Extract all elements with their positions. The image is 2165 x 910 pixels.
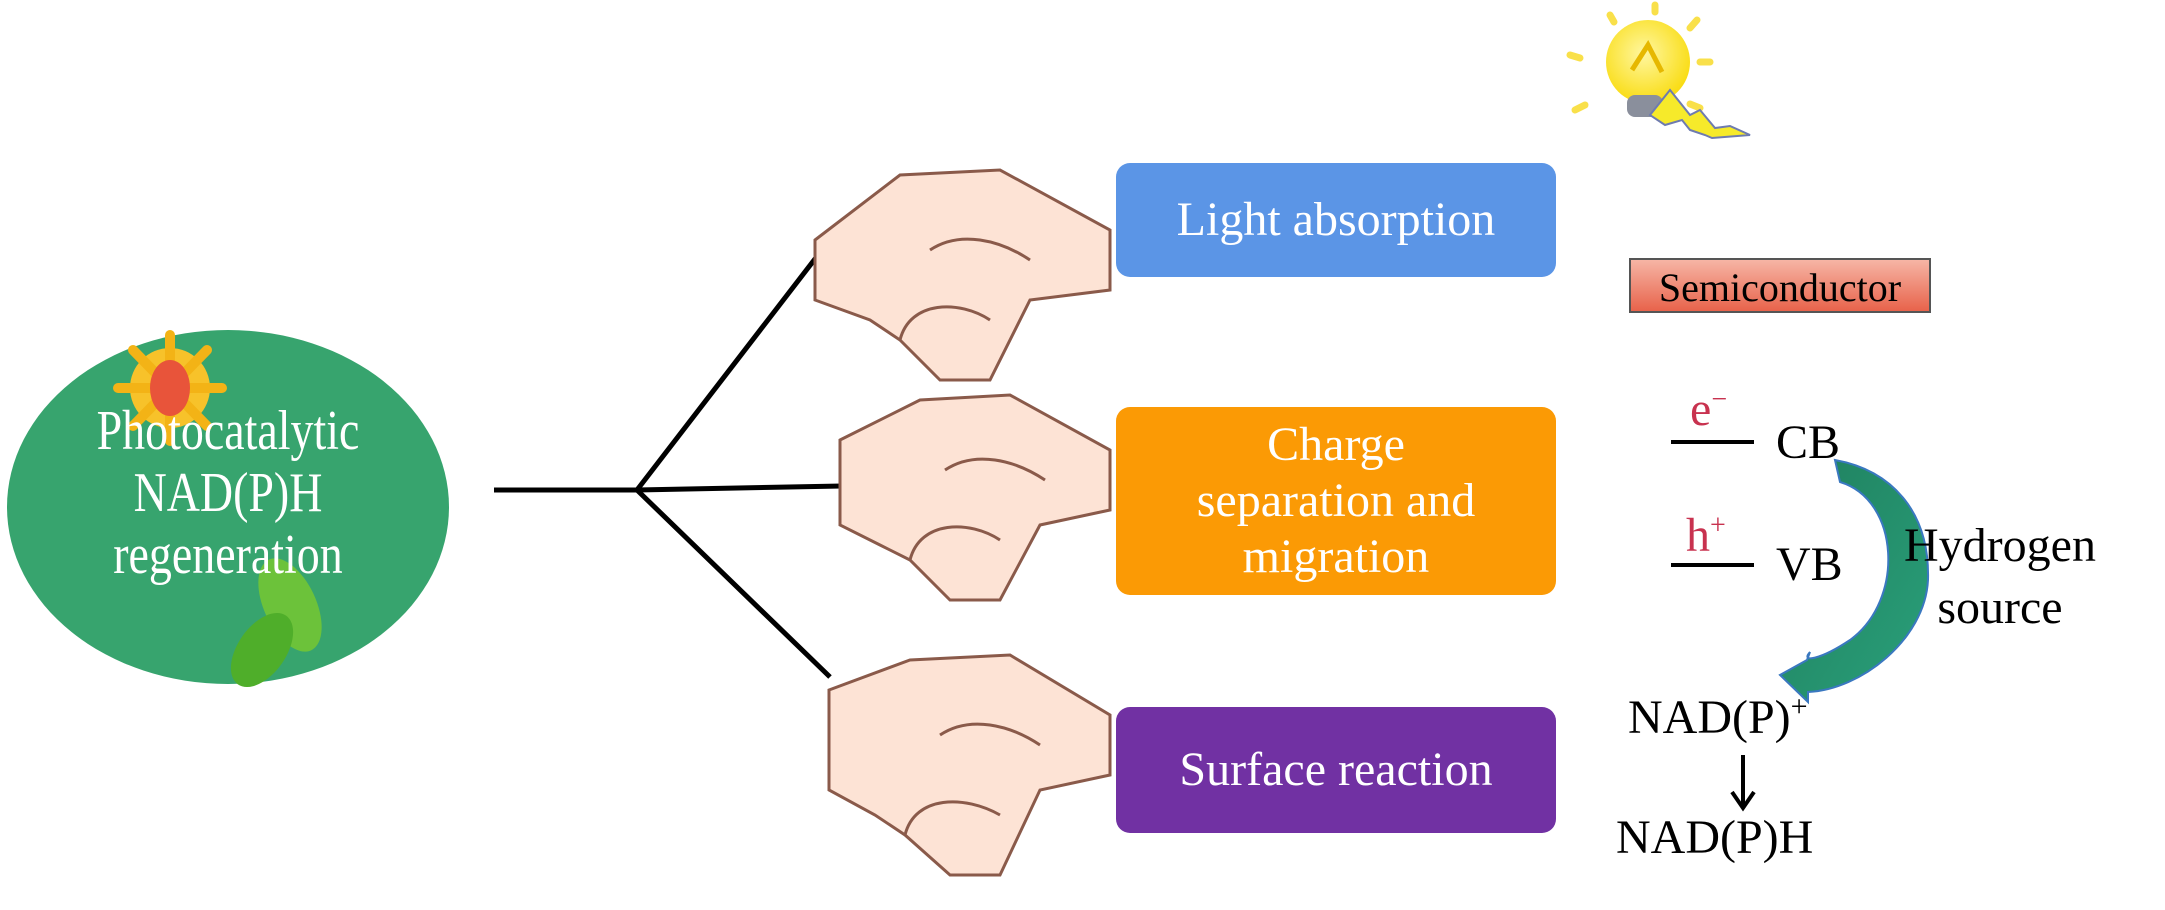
sun-icon: [113, 330, 227, 446]
handshake-icon: [838, 393, 1112, 602]
connector-lines: [494, 253, 843, 679]
step-label: migration: [1242, 530, 1430, 583]
center-line-1: Photocatalytic: [96, 400, 360, 462]
step-surface-reaction: Surface reaction: [1116, 707, 1556, 833]
step-charge-separation: Charge separation and migration: [1116, 407, 1556, 595]
lightbulb-icon: [1566, 1, 1714, 117]
center-line-2: NAD(P)H: [133, 462, 323, 524]
handshake-icons: [813, 168, 1112, 877]
handshake-icon: [827, 653, 1112, 877]
leaf-icon: [230, 558, 322, 688]
hole-label: h+: [1686, 509, 1726, 562]
hydrogen-source-label: Hydrogen source: [1904, 519, 2096, 634]
curved-arrow-icon: [1778, 458, 1930, 705]
step-label: Light absorption: [1176, 193, 1496, 246]
center-ellipse: [7, 330, 449, 684]
step-light-absorption: Light absorption: [1116, 163, 1556, 277]
nadph-label: NAD(P)H: [1616, 811, 1814, 864]
vb-label: VB: [1776, 538, 1843, 591]
lightning-icon: [1648, 88, 1751, 140]
center-line-3: regeneration: [113, 524, 343, 586]
semiconductor-label: Semiconductor: [1629, 258, 1931, 313]
band-lines: [1671, 440, 1754, 567]
electron-label: e−: [1690, 383, 1728, 436]
handshake-icon: [813, 168, 1112, 382]
down-arrow-icon: [1730, 755, 1756, 812]
nadp-plus-label: NAD(P)+: [1628, 690, 1808, 744]
step-label: Surface reaction: [1179, 743, 1493, 796]
cb-label: CB: [1776, 416, 1841, 469]
center-node-label: Photocatalytic NAD(P)H regeneration: [64, 400, 392, 586]
step-label: separation and: [1196, 474, 1476, 527]
step-label: Charge: [1267, 418, 1405, 471]
